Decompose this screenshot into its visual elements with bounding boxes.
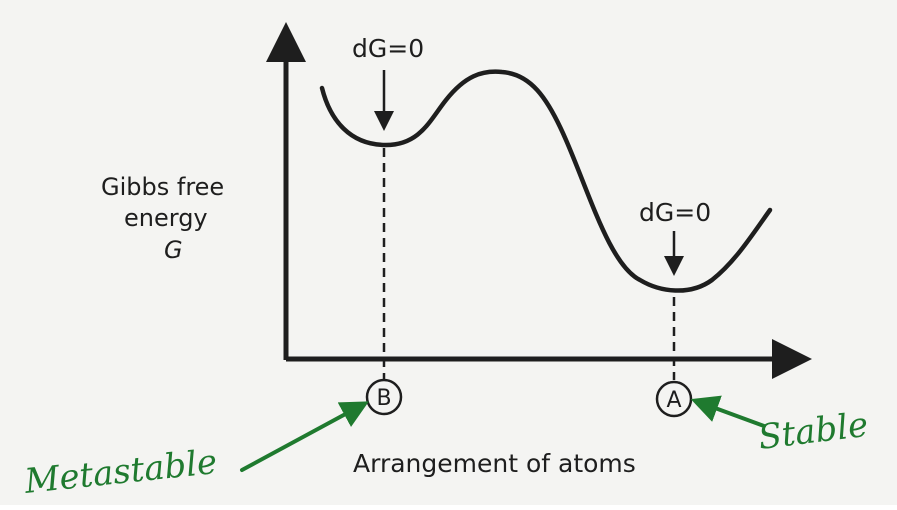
point-a-label: A	[666, 388, 681, 413]
left-dg-label: dG=0	[352, 34, 424, 63]
right-dg-label: dG=0	[639, 198, 711, 227]
energy-curve	[319, 69, 773, 293]
stable-note: Stable	[756, 405, 870, 458]
metastable-arrow	[240, 401, 369, 472]
y-axis-label-line-1: Gibbs free	[101, 173, 224, 201]
point-b-label: B	[376, 386, 391, 411]
metastable-note: Metastable	[22, 442, 219, 502]
point-b-circle	[365, 378, 403, 416]
y-axis-label-line-2: energy	[124, 204, 208, 232]
stable-arrow	[690, 395, 766, 428]
y-axis-symbol: G	[164, 236, 183, 264]
x-axis-label: Arrangement of atoms	[353, 449, 636, 478]
